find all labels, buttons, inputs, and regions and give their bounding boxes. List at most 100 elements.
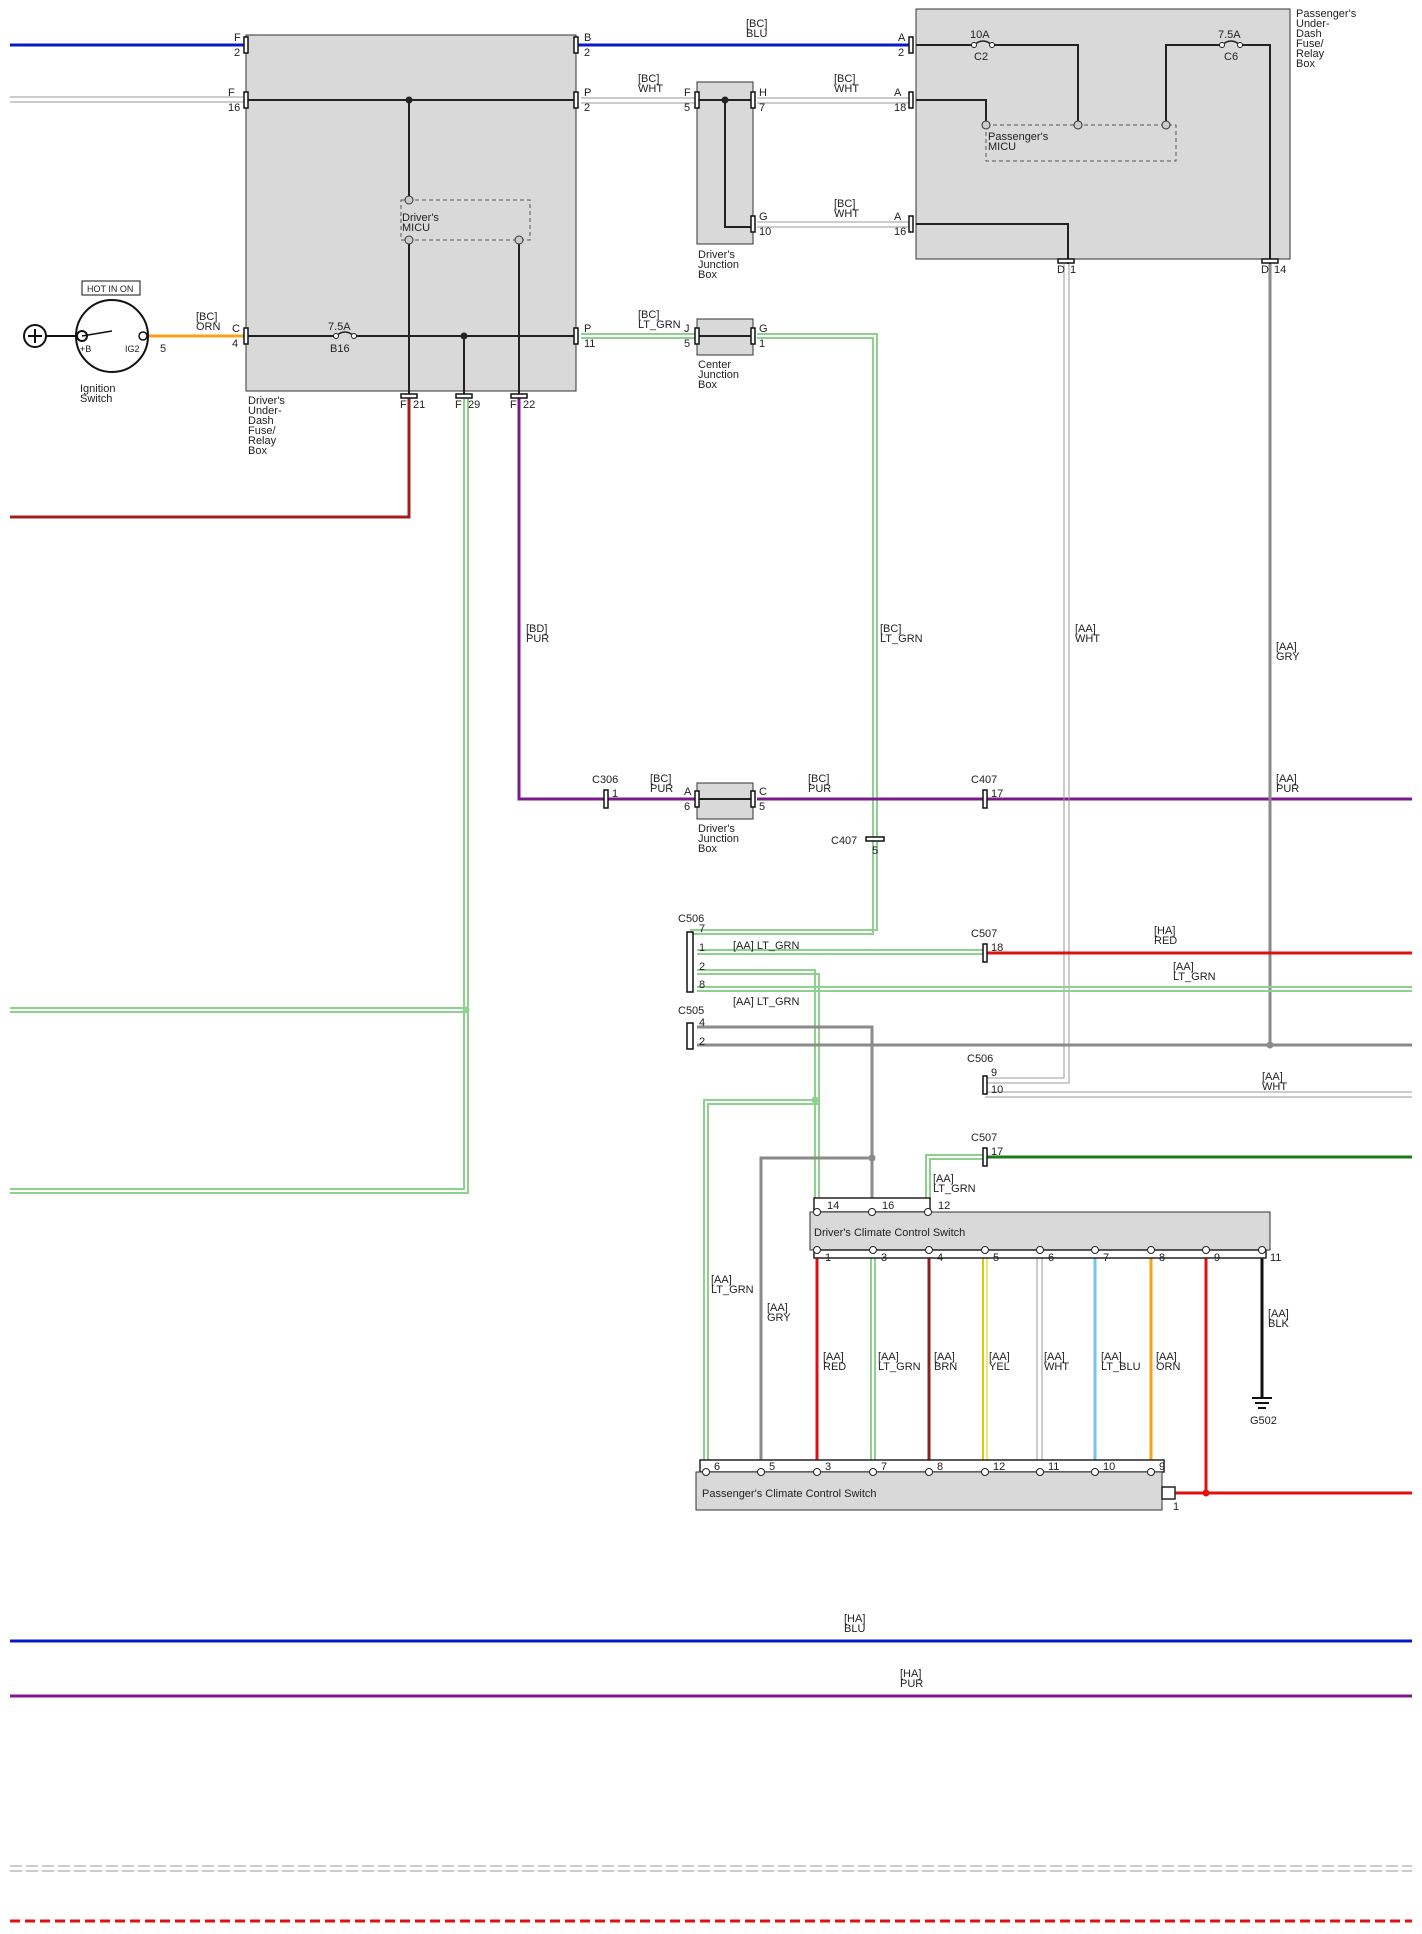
ign-pin-label: 5: [160, 343, 166, 355]
wire-ltgrn-c506-2-b: [697, 973, 820, 1200]
fuse-c6-rating: 7.5A: [1218, 29, 1241, 41]
gry-junction-node: [868, 1154, 876, 1162]
connector-terminal: [750, 327, 756, 345]
pin-c506b_10: 10: [991, 1084, 1003, 1096]
pin-c306_1: 1: [612, 788, 618, 800]
pin-dfb_p2-letter: P: [584, 87, 591, 99]
wire-dkred-f21: [10, 396, 411, 519]
connector-terminal: [400, 393, 418, 399]
pin-dfb_c4-letter: C: [232, 323, 240, 335]
dcc-bottom-pin-label-8: 8: [1159, 1252, 1165, 1264]
pcc-top-pin-label-5: 5: [769, 1461, 775, 1473]
pin-dfb_f22-number: 22: [523, 399, 535, 411]
wire-ltgrn-pcc6-b: [707, 1103, 819, 1470]
wire-label-aa_ltgrn_12: [AA]LT_GRN: [933, 1173, 976, 1195]
pin-pfb_d1-letter: D: [1057, 264, 1065, 276]
pin-pfb_a2-number: 2: [898, 47, 904, 59]
dcc-top-pin-label-16: 16: [882, 1200, 894, 1212]
pin-dfb_f21-number: 21: [413, 399, 425, 411]
wire-label-bc_wht-3: [BC]WHT: [834, 198, 859, 220]
fuse-c6-name: C6: [1224, 51, 1238, 63]
pin-dfb_f22-letter: F: [510, 399, 517, 411]
dcc-bottom-pin-5: [981, 1246, 989, 1254]
connector-c407b: C407: [831, 835, 857, 847]
pin-pfb_a2-letter: A: [898, 32, 906, 44]
connector-c306: C306: [592, 774, 618, 786]
pin-pfb_d1-number: 1: [1070, 264, 1076, 276]
fuse-b16: 7.5A B16: [328, 321, 357, 355]
connector-terminal: [908, 36, 914, 54]
wire-label-aa_pur: [AA]PUR: [1276, 773, 1299, 795]
pin-dfb_c4-number: 4: [232, 338, 238, 350]
wire-gry-c505-4: [697, 1025, 874, 1200]
dcc-bottom-pin-9: [1202, 1246, 1210, 1254]
hot-in-on-label: HOT IN ON: [87, 284, 133, 294]
wire-label-bd_pur: [BD]PUR: [526, 623, 549, 645]
wire-wht-d1-b: [985, 264, 1070, 1084]
wire-ltgrn-dcc12-b: [929, 1158, 985, 1200]
fuse-c6: 7.5A C6: [1218, 29, 1243, 63]
pcc-top-pin-label-10: 10: [1103, 1461, 1115, 1473]
wire-label-aa_brn: [AA]BRN: [934, 1351, 957, 1373]
pcc-top-pin-8: [925, 1468, 933, 1476]
pcc-top-pin-12: [981, 1468, 989, 1476]
wire-ltgrn-f29: [10, 396, 465, 1190]
ground-g502: G502: [1250, 1397, 1277, 1427]
connector-terminal: [694, 790, 700, 808]
red-junction-node: [1202, 1489, 1210, 1497]
pin-dfb_p11-number: 11: [584, 338, 595, 350]
pcc-top-pin-9: [1147, 1468, 1155, 1476]
connector-terminal: [1057, 258, 1075, 264]
wire-label-bc_ltgrn: [BC]LT_GRN: [638, 309, 681, 331]
wire-wht-d1: [985, 264, 1065, 1079]
wire-red-dcc9: [1204, 1250, 1412, 1495]
wire-label-ha_red: [HA]RED: [1154, 925, 1177, 947]
passenger-climate-label: Passenger's Climate Control Switch: [702, 1488, 877, 1500]
dcc-top-pin-label-12: 12: [938, 1200, 950, 1212]
connector-terminal: [455, 393, 473, 399]
wire-label-aa_wht_v: [AA]WHT: [1075, 623, 1100, 645]
pin-dfb_f2-number: 2: [234, 47, 240, 59]
fuse-c2: 10A C2: [970, 29, 995, 63]
connector-terminal: [750, 790, 756, 808]
pin-cjb_j5-number: 5: [684, 338, 690, 350]
dcc-bottom-pin-8: [1147, 1246, 1155, 1254]
pin-djm_a6-letter: A: [684, 786, 692, 798]
pin-dfb_f16-letter: F: [228, 87, 235, 99]
pin-c507b_17: 17: [991, 1146, 1003, 1158]
pin-pfb_a18-letter: A: [894, 87, 902, 99]
pin-djt_f5-number: 5: [684, 102, 690, 114]
wire-label-aa_wht_h: [AA]WHT: [1262, 1071, 1287, 1093]
ground-icon: [1252, 1397, 1272, 1409]
wire-ltgrn-c506-2: [697, 969, 816, 1200]
wire-label-ha_pur: [HA]PUR: [900, 1668, 923, 1690]
labels-layer: [BC]BLU[BC]WHT[BC]ORN[BC]LT_GRN[BD]PUR[B…: [196, 18, 1300, 1690]
connector-terminal: [243, 36, 249, 54]
fuse-b16-name: B16: [330, 343, 350, 355]
pin-djm_c5-number: 5: [759, 801, 765, 813]
pin-cjb_j5-letter: J: [684, 323, 690, 335]
dcc-bottom-pin-label-7: 7: [1103, 1252, 1109, 1264]
ltgrn-junction-node-left: [462, 1006, 470, 1014]
dcc-bottom-pin-3: [869, 1246, 877, 1254]
wire-gry-pcc5: [759, 1156, 872, 1470]
wire-label-ha_blu: [HA]BLU: [844, 1613, 865, 1635]
connector-c506b: C506: [967, 1053, 993, 1065]
connector-terminal: [982, 1147, 988, 1167]
dcc-top-pin-16: [868, 1208, 876, 1216]
fuse-c2-rating: 10A: [970, 29, 990, 41]
